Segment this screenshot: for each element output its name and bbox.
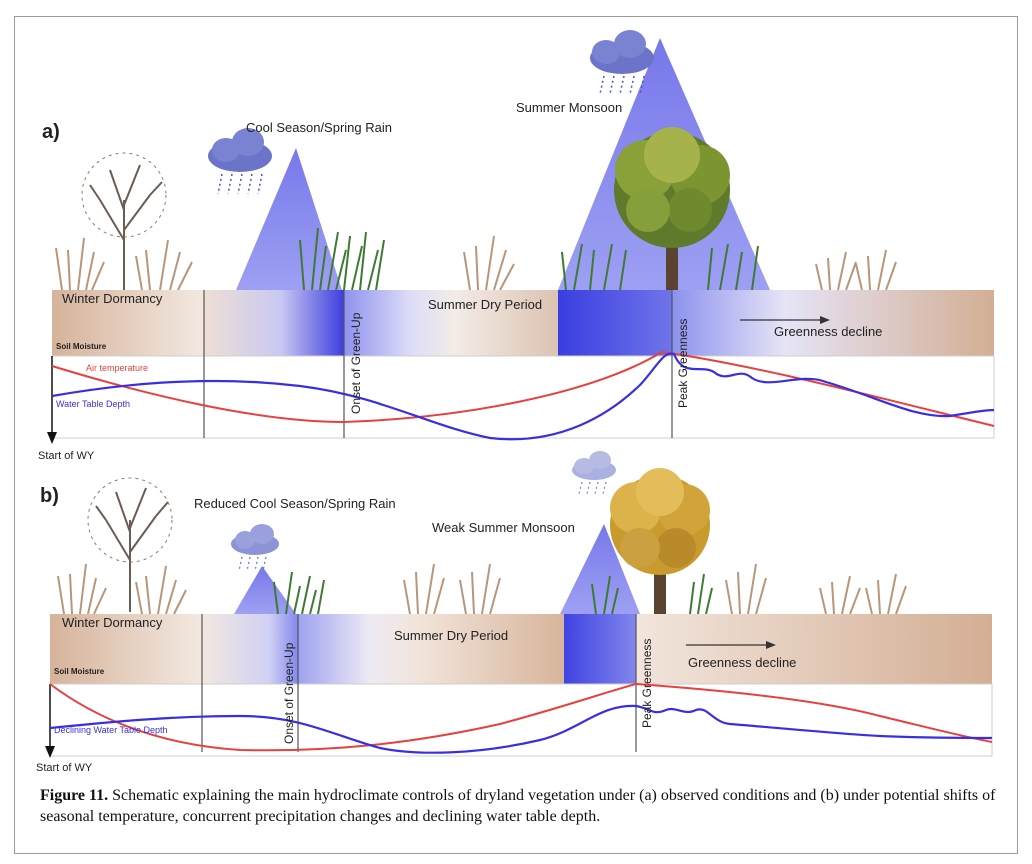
cloud-icon (231, 524, 279, 572)
air-temperature-line (51, 350, 995, 427)
cloud-icon (590, 30, 654, 95)
panel-a-label: a) (42, 121, 60, 143)
figure-caption: Figure 11. Schematic explaining the main… (40, 785, 1000, 827)
bare-tree-icon (81, 152, 167, 290)
arrow-head (820, 316, 830, 324)
figure-number: Figure 11. (40, 787, 109, 804)
leafy-tree-icon (614, 127, 730, 290)
monsoon-triangle (560, 524, 640, 614)
cool-rain-triangle (234, 566, 296, 614)
decline-label: Greenness decline (774, 324, 882, 339)
air-temperature-label: Air temperature (86, 363, 148, 373)
dry-grass-icon (57, 563, 907, 615)
soil-moisture-label: Soil Moisture (56, 342, 107, 351)
onset-label: Onset of Green-Up (349, 312, 363, 414)
timeseries-frame-b (49, 683, 993, 757)
panel-a: a) Cool Season/Spring Rain (38, 30, 995, 462)
leafy-tree-icon (610, 468, 710, 614)
monsoon-label: Summer Monsoon (516, 100, 622, 115)
phenology-band-b (50, 614, 992, 684)
green-grass-icon (299, 227, 759, 291)
start-wy-label: Start of WY (36, 762, 93, 774)
panel-b: b) Reduced Cool Season/Spring Rain Weak … (36, 451, 993, 774)
peak-label: Peak Greenness (640, 639, 654, 728)
water-table-label: Declining Water Table Depth (54, 725, 168, 735)
timeseries-frame-a (51, 355, 995, 439)
arrow-head (45, 746, 55, 758)
peak-label: Peak Greenness (676, 319, 690, 408)
cool-rain-label: Cool Season/Spring Rain (246, 120, 392, 135)
caption-text: Schematic explaining the main hydroclima… (40, 787, 996, 825)
panel-b-label: b) (40, 485, 59, 507)
monsoon-label: Weak Summer Monsoon (432, 520, 575, 535)
air-temperature-line (49, 682, 993, 752)
water-table-label: Water Table Depth (56, 399, 130, 409)
start-wy-label: Start of WY (38, 450, 95, 462)
arrow-head (47, 432, 57, 444)
winter-label: Winter Dormancy (62, 291, 163, 306)
decline-label: Greenness decline (688, 655, 796, 670)
bare-tree-icon (87, 477, 173, 612)
cloud-icon (208, 128, 272, 195)
water-table-line (49, 704, 993, 754)
phenology-band-a (52, 290, 994, 356)
water-table-line (51, 352, 995, 441)
winter-label: Winter Dormancy (62, 615, 163, 630)
arrow-head (766, 641, 776, 649)
hydroclimate-schematic: a) Cool Season/Spring Rain (36, 30, 995, 774)
dry-period-label: Summer Dry Period (428, 297, 542, 312)
cloud-icon (572, 451, 616, 495)
cool-rain-label: Reduced Cool Season/Spring Rain (194, 496, 396, 511)
onset-label: Onset of Green-Up (282, 642, 296, 744)
green-grass-icon (273, 571, 713, 615)
dry-grass-icon (55, 235, 897, 291)
dry-period-label: Summer Dry Period (394, 628, 508, 643)
soil-moisture-label: Soil Moisture (54, 667, 105, 676)
